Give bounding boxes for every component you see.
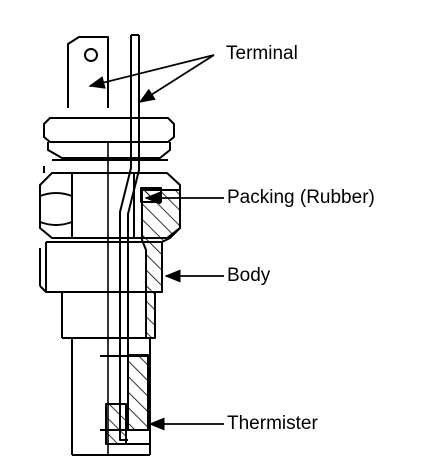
- body-section-hatch: [127, 189, 181, 431]
- packing-label: Packing (Rubber): [227, 187, 375, 208]
- body-label: Body: [227, 265, 271, 286]
- threaded-body: [39, 241, 162, 339]
- terminal-tab: [67, 36, 109, 108]
- terminal-leader-2: [138, 54, 215, 103]
- leader-arrows: [88, 54, 224, 431]
- terminal-leader-1: [88, 54, 215, 89]
- rubber-packing: [140, 187, 162, 203]
- thermister-label: Thermister: [227, 413, 318, 434]
- upper-collar: [43, 117, 175, 159]
- terminal-label: Terminal: [226, 43, 298, 64]
